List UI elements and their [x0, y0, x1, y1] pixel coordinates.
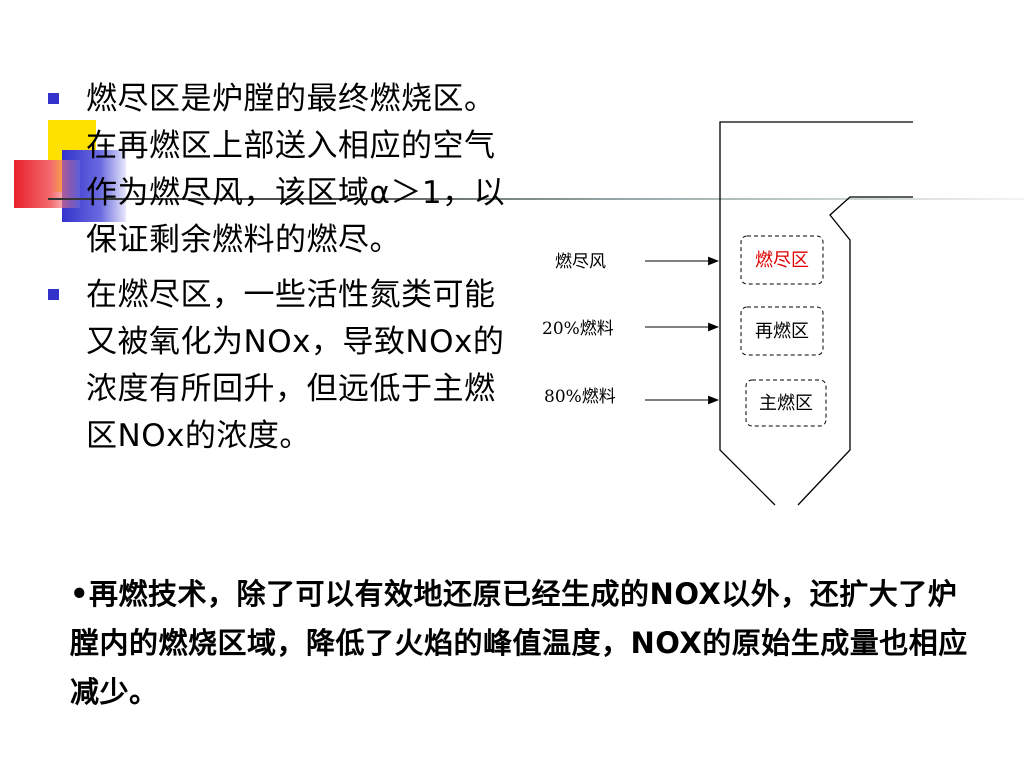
- bullet-text: 在燃尽区，一些活性氮类可能又被氧化为NOx，导致NOx的浓度有所回升，但远低于主…: [86, 277, 505, 454]
- square-bullet-icon: [48, 93, 59, 104]
- zone-box-burnout: [740, 235, 824, 285]
- zone-label-primary: 主燃区: [759, 393, 813, 414]
- bullet-list: 燃尽区是炉膛的最终燃烧区。在再燃区上部送入相应的空气作为燃尽风，该区域α＞1，以…: [46, 76, 526, 468]
- furnace-outline: [719, 121, 913, 506]
- label-overfire-air: 燃尽风: [555, 252, 606, 272]
- label-fuel-80: 80%燃料: [544, 387, 616, 407]
- label-fuel-20: 20%燃料: [542, 319, 614, 339]
- summary-bullet: •: [70, 577, 90, 611]
- zone-box-reburn: [740, 306, 824, 356]
- bullet-item-nox-regeneration: 在燃尽区，一些活性氮类可能又被氧化为NOx，导致NOx的浓度有所回升，但远低于主…: [46, 272, 526, 460]
- bullet-text: 燃尽区是炉膛的最终燃烧区。在再燃区上部送入相应的空气作为燃尽风，该区域α＞1，以…: [86, 81, 506, 258]
- zone-box-primary: [745, 379, 827, 427]
- zone-label-burnout: 燃尽区: [755, 250, 809, 271]
- summary-text: 再燃技术，除了可以有效地还原已经生成的NOX以外，还扩大了炉膛内的燃烧区域，降低…: [70, 577, 968, 709]
- square-bullet-icon: [48, 289, 59, 300]
- furnace-diagram: 燃尽风 20%燃料 80%燃料 燃尽区 再燃区 主燃区: [542, 121, 913, 506]
- bullet-item-burnout-zone: 燃尽区是炉膛的最终燃烧区。在再燃区上部送入相应的空气作为燃尽风，该区域α＞1，以…: [46, 76, 526, 264]
- decor-rule-line: [48, 198, 1024, 200]
- decor-red-square: [14, 160, 80, 208]
- summary-paragraph: •再燃技术，除了可以有效地还原已经生成的NOX以外，还扩大了炉膛内的燃烧区域，降…: [70, 570, 970, 717]
- zone-label-reburn: 再燃区: [755, 321, 809, 342]
